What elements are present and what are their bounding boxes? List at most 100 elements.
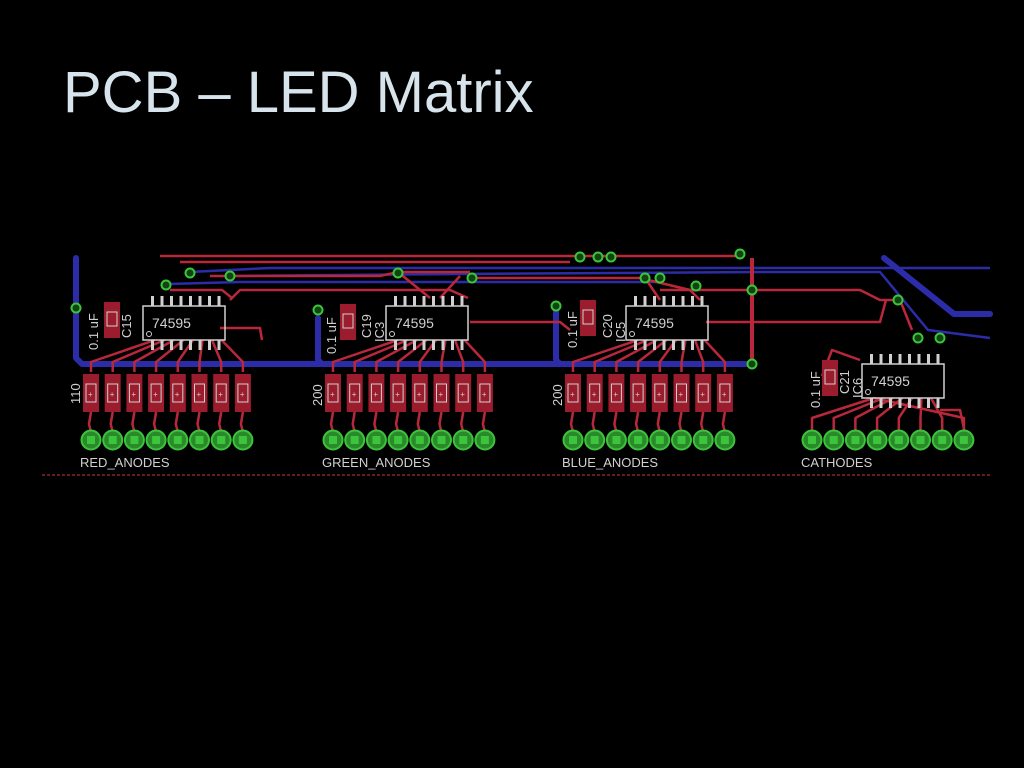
resistor-trace <box>658 339 678 372</box>
signal-trace <box>229 270 991 340</box>
signal-trace <box>167 280 660 286</box>
capacitor-ref-label: C19 <box>359 314 374 338</box>
ic-pin <box>927 354 930 364</box>
resistor-mark: + <box>352 390 357 399</box>
resistor-trace <box>615 338 658 372</box>
ground-branch-trace <box>553 303 563 367</box>
resistor-mark: + <box>722 390 727 399</box>
ic-pin <box>889 398 892 408</box>
ic-pin <box>917 354 921 364</box>
ic-pin <box>643 296 647 306</box>
resistor-value-label: 200 <box>310 384 325 406</box>
ic-pin <box>700 340 704 350</box>
ic-pin <box>208 340 211 350</box>
resistor-mark: + <box>635 390 640 399</box>
header-pad-hole <box>217 436 226 444</box>
led-trace <box>613 411 618 433</box>
header-pad-hole <box>87 436 95 444</box>
ic-pin <box>451 296 454 306</box>
led-trace <box>569 411 575 433</box>
via <box>184 267 196 279</box>
via <box>392 267 404 279</box>
resistor-outline <box>610 383 622 403</box>
ic-pin <box>432 340 435 350</box>
header-pad-hole <box>959 436 968 444</box>
via <box>160 279 172 291</box>
ic-pin <box>208 296 211 306</box>
ic-pin <box>662 340 666 350</box>
header-pad-hole <box>329 436 337 444</box>
header-pad-hole <box>459 436 468 444</box>
header-pad-hole <box>829 436 838 444</box>
ic-pin <box>403 296 407 306</box>
header-pad-hole <box>372 436 381 444</box>
ic-pin <box>672 296 675 306</box>
ic-ref-label: IC3 <box>372 322 387 342</box>
header-pad-hole <box>130 436 139 444</box>
resistor-trace <box>418 339 438 372</box>
cathode-trace <box>919 397 923 432</box>
ic-pin1-mark <box>865 389 871 395</box>
via <box>550 300 562 312</box>
resistor-trace <box>396 339 428 372</box>
ic-pin <box>879 354 883 364</box>
led-trace <box>634 411 640 433</box>
resistor-trace <box>89 338 156 372</box>
ic-label: 74595 <box>871 373 910 389</box>
resistor-trace <box>111 338 165 372</box>
ic-pin1-mark <box>629 331 635 337</box>
ic-pin <box>662 296 666 306</box>
resistor-mark: + <box>373 390 378 399</box>
signal-trace <box>439 275 461 299</box>
resistor-trace <box>375 338 418 372</box>
header-pad-hole <box>173 436 182 444</box>
header-pad-hole <box>238 436 247 444</box>
ic-pin <box>198 340 202 350</box>
via <box>746 284 758 296</box>
ic-pin <box>936 354 940 364</box>
header-pad-hole <box>195 436 204 444</box>
resistor-mark: + <box>218 390 223 399</box>
via <box>574 251 586 263</box>
resistor-trace <box>593 338 648 372</box>
led-trace <box>394 411 400 433</box>
via <box>466 272 478 284</box>
resistor-outline <box>392 383 404 403</box>
resistor-mark: + <box>110 390 115 399</box>
resistor-outline <box>632 383 644 403</box>
resistor-mark: + <box>131 390 136 399</box>
via <box>70 302 82 314</box>
led-trace <box>721 411 727 433</box>
header-pad-hole <box>634 436 643 444</box>
resistor-value-label: 200 <box>550 384 565 406</box>
header-pad-hole <box>108 436 117 444</box>
cathode-trace <box>810 396 875 432</box>
ic-pin <box>422 296 426 306</box>
ic-pin <box>908 354 911 364</box>
ic-pin <box>870 398 873 408</box>
via <box>605 251 617 263</box>
header-pad-hole <box>720 436 729 444</box>
header-pad-hole <box>612 436 621 444</box>
resistor-trace <box>353 338 408 372</box>
ic-label: 74595 <box>152 315 191 331</box>
header-pad-hole <box>894 436 903 444</box>
resistor-outline <box>237 383 249 403</box>
capacitor-ref-label: C15 <box>119 314 134 338</box>
power-bus-trace <box>881 255 993 317</box>
resistor-trace <box>453 339 465 372</box>
via <box>224 270 236 282</box>
resistor-outline <box>719 383 731 403</box>
group-name-label: CATHODES <box>801 455 873 470</box>
resistor-mark: + <box>330 390 335 399</box>
resistor-trace <box>331 338 399 372</box>
led-trace <box>109 411 114 433</box>
ic-pin <box>879 398 883 408</box>
resistor-mark: + <box>240 390 245 399</box>
ic-pin <box>160 296 164 306</box>
ic-pin <box>441 340 445 350</box>
ic-pin <box>189 340 192 350</box>
ic-pin <box>451 340 454 350</box>
